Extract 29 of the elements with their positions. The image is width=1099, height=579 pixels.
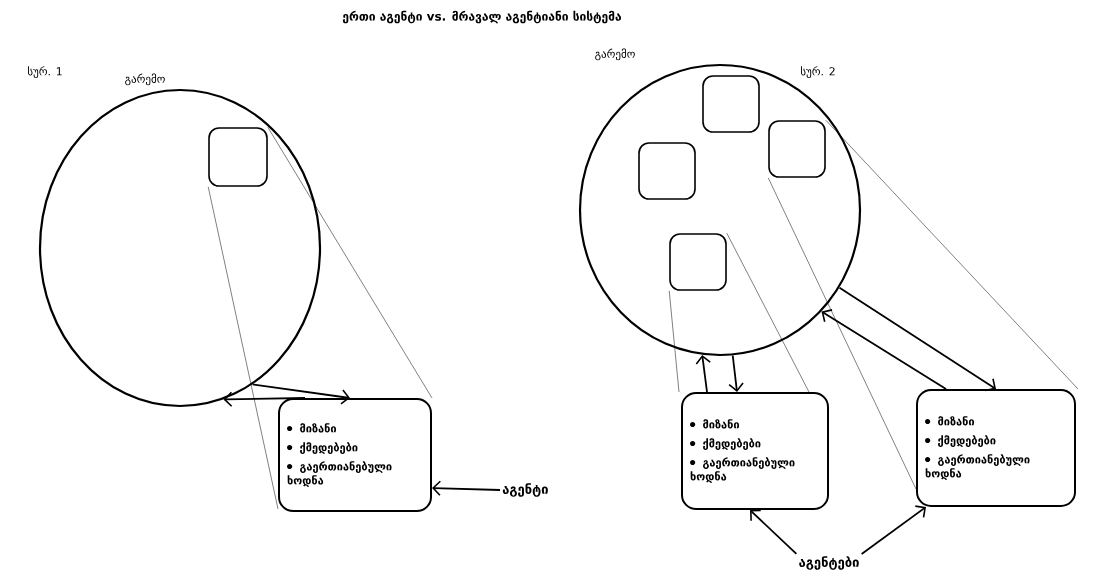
connector-line — [767, 177, 917, 490]
connector-line — [668, 290, 680, 393]
arrow — [432, 480, 501, 497]
arrow — [695, 354, 711, 393]
arrow — [750, 509, 798, 555]
agent-box: მიზანი ქმედებები გაერთიანებული ხოდნა — [681, 392, 829, 510]
arrow — [728, 354, 744, 392]
agent-square — [768, 120, 826, 178]
connector-line — [825, 119, 1079, 390]
agent-label: აგენტები — [799, 556, 859, 570]
arrow — [860, 505, 926, 555]
agent-label: აგენტი — [502, 483, 548, 497]
arrow — [223, 391, 306, 408]
connector-line — [207, 186, 279, 510]
agent-box: მიზანი ქმედებები გაერთიანებული ხოდნა — [278, 398, 432, 512]
arrow — [251, 383, 350, 405]
node-label: გარემო — [125, 73, 165, 86]
agent-square — [638, 142, 696, 200]
arrow — [821, 309, 947, 390]
title: ერთი აგენტი vs. მრავალ აგენტიანი სისტემა — [342, 10, 622, 24]
agent-square — [669, 233, 727, 291]
connector-line — [726, 232, 810, 393]
agent-box: მიზანი ქმედებები გაერთიანებული ხოდნა — [916, 389, 1076, 507]
node-label: გარემო — [595, 48, 635, 61]
figure-label: სურ. 2 — [801, 66, 835, 78]
arrow — [838, 286, 996, 392]
agent-square — [208, 127, 268, 187]
figure-label: სურ. 1 — [28, 66, 62, 78]
agent-square — [702, 75, 760, 133]
